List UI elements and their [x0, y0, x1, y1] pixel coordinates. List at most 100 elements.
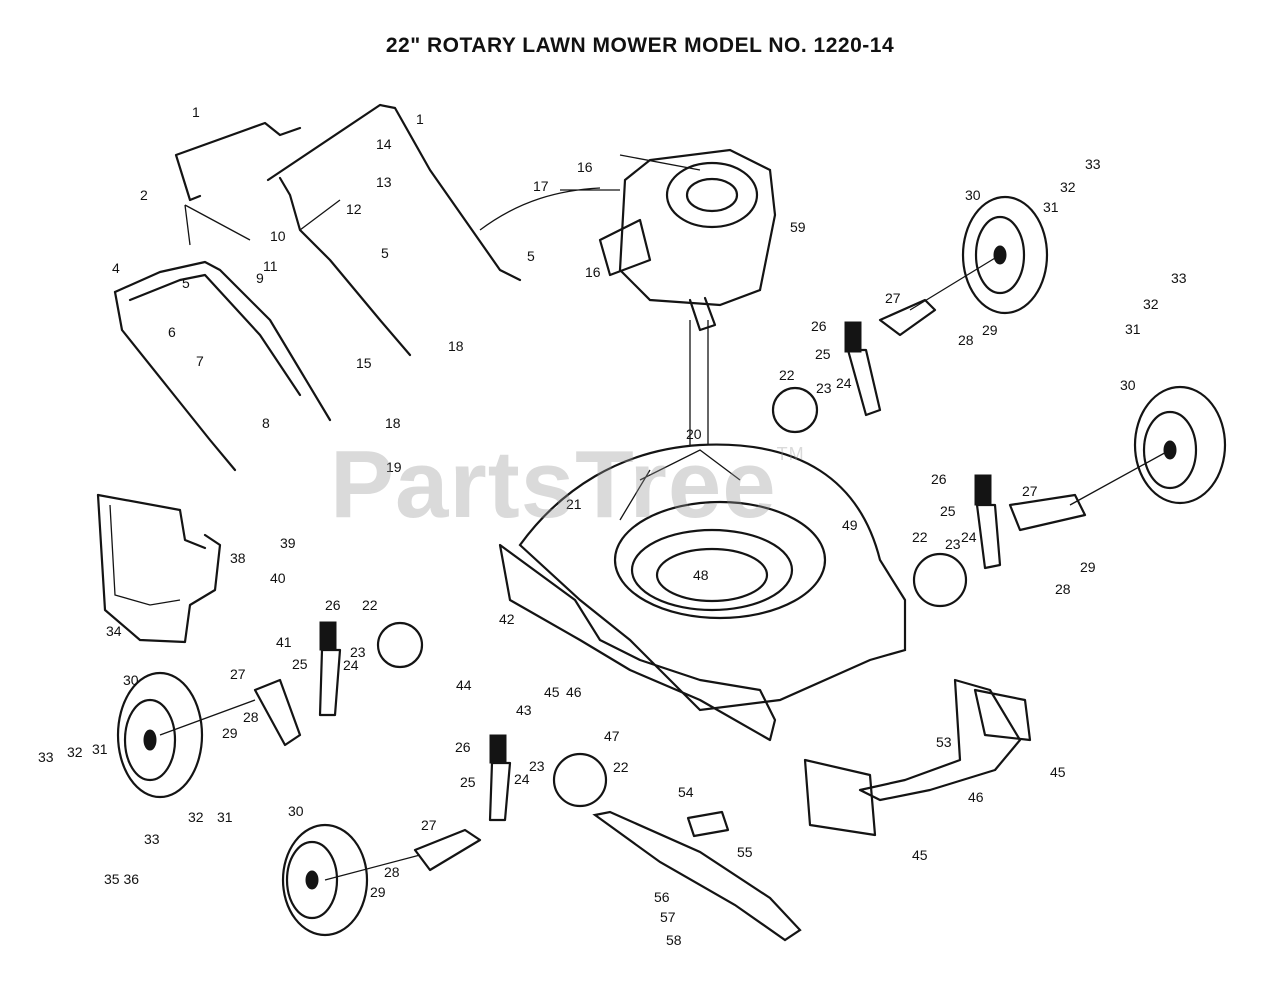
- callout-27: 27: [885, 290, 901, 306]
- callout-33: 33: [38, 749, 54, 765]
- axle-bracket-part: [253, 298, 1087, 872]
- callout-28: 28: [384, 864, 400, 880]
- callout-23: 23: [816, 380, 832, 396]
- blade-adapter-part: [686, 810, 730, 838]
- callout-38: 38: [230, 550, 246, 566]
- callout-31: 31: [1125, 321, 1141, 337]
- callout-58: 58: [666, 932, 682, 948]
- callout-8: 8: [262, 415, 270, 431]
- wheel-rear-left: [281, 823, 369, 937]
- callout-32: 32: [1060, 179, 1076, 195]
- upper-handle-part: [174, 103, 522, 357]
- callout-11: 11: [263, 258, 278, 274]
- callout-39: 39: [280, 535, 296, 551]
- callout-19: 19: [386, 459, 402, 475]
- callout-29: 29: [222, 725, 238, 741]
- callout-59: 59: [790, 219, 806, 235]
- callout-32: 32: [188, 809, 204, 825]
- callout-45: 45: [544, 684, 560, 700]
- callout-22: 22: [362, 597, 378, 613]
- callout-29: 29: [1080, 559, 1096, 575]
- callout-42: 42: [499, 611, 515, 627]
- callout-25: 25: [815, 346, 831, 362]
- callout-29: 29: [370, 884, 386, 900]
- callout-32: 32: [1143, 296, 1159, 312]
- callout-30: 30: [123, 672, 139, 688]
- callout-54: 54: [678, 784, 694, 800]
- callout-6: 6: [168, 324, 176, 340]
- callout-23: 23: [945, 536, 961, 552]
- callout-24: 24: [343, 657, 359, 673]
- callout-26: 26: [931, 471, 947, 487]
- callout-41: 41: [276, 634, 292, 650]
- callout-22: 22: [613, 759, 629, 775]
- callout-49: 49: [842, 517, 858, 533]
- callout-26: 26: [811, 318, 827, 334]
- callout-23: 23: [529, 758, 545, 774]
- callout-56: 56: [654, 889, 670, 905]
- callout-25: 25: [940, 503, 956, 519]
- engine-part: [479, 148, 777, 332]
- rear-baffle-part: [858, 678, 1022, 802]
- callout-35-36: 35 36: [104, 871, 139, 887]
- callout-13: 13: [376, 174, 392, 190]
- lower-handle-part: [113, 260, 332, 472]
- callout-14: 14: [376, 136, 392, 152]
- callout-5: 5: [381, 245, 389, 261]
- callout-17: 17: [533, 178, 549, 194]
- callout-22: 22: [779, 367, 795, 383]
- callout-29: 29: [982, 322, 998, 338]
- callout-24: 24: [514, 771, 530, 787]
- callout-5: 5: [527, 248, 535, 264]
- callout-16: 16: [585, 264, 601, 280]
- callout-31: 31: [92, 741, 108, 757]
- callout-57: 57: [660, 909, 676, 925]
- callout-26: 26: [455, 739, 471, 755]
- callout-12: 12: [346, 201, 362, 217]
- callout-31: 31: [1043, 199, 1059, 215]
- callout-33: 33: [1085, 156, 1101, 172]
- callout-31: 31: [217, 809, 233, 825]
- callout-27: 27: [230, 666, 246, 682]
- callout-30: 30: [288, 803, 304, 819]
- callout-33: 33: [144, 831, 160, 847]
- callout-22: 22: [912, 529, 928, 545]
- callout-46: 46: [968, 789, 984, 805]
- callout-30: 30: [1120, 377, 1136, 393]
- callout-26: 26: [325, 597, 341, 613]
- diagram-title: 22" ROTARY LAWN MOWER MODEL NO. 1220-14: [385, 34, 895, 57]
- callout-1: 1: [416, 111, 424, 127]
- callout-2: 2: [140, 187, 148, 203]
- callout-10: 10: [270, 228, 286, 244]
- callout-15: 15: [356, 355, 372, 371]
- callout-32: 32: [67, 744, 83, 760]
- callout-24: 24: [836, 375, 852, 391]
- callout-27: 27: [1022, 483, 1038, 499]
- wheel-rear-right: [961, 195, 1049, 315]
- gear-plate-part: [376, 386, 968, 808]
- wheel-front-left: [116, 671, 204, 799]
- callout-28: 28: [243, 709, 259, 725]
- callout-23: 23: [350, 644, 366, 660]
- callout-18: 18: [448, 338, 464, 354]
- callout-34: 34: [106, 623, 122, 639]
- callout-1: 1: [192, 104, 200, 120]
- callout-25: 25: [460, 774, 476, 790]
- callout-44: 44: [456, 677, 472, 693]
- wheel-front-right: [1133, 385, 1227, 505]
- callout-25: 25: [292, 656, 308, 672]
- callout-24: 24: [961, 529, 977, 545]
- callout-21: 21: [566, 496, 582, 512]
- callout-33: 33: [1171, 270, 1187, 286]
- callout-28: 28: [958, 332, 974, 348]
- callout-18: 18: [385, 415, 401, 431]
- callout-4: 4: [112, 260, 120, 276]
- callout-30: 30: [965, 187, 981, 203]
- callout-46: 46: [566, 684, 582, 700]
- callout-53: 53: [936, 734, 952, 750]
- callout-40: 40: [270, 570, 286, 586]
- mower-blade-part: [592, 810, 802, 942]
- callout-27: 27: [421, 817, 437, 833]
